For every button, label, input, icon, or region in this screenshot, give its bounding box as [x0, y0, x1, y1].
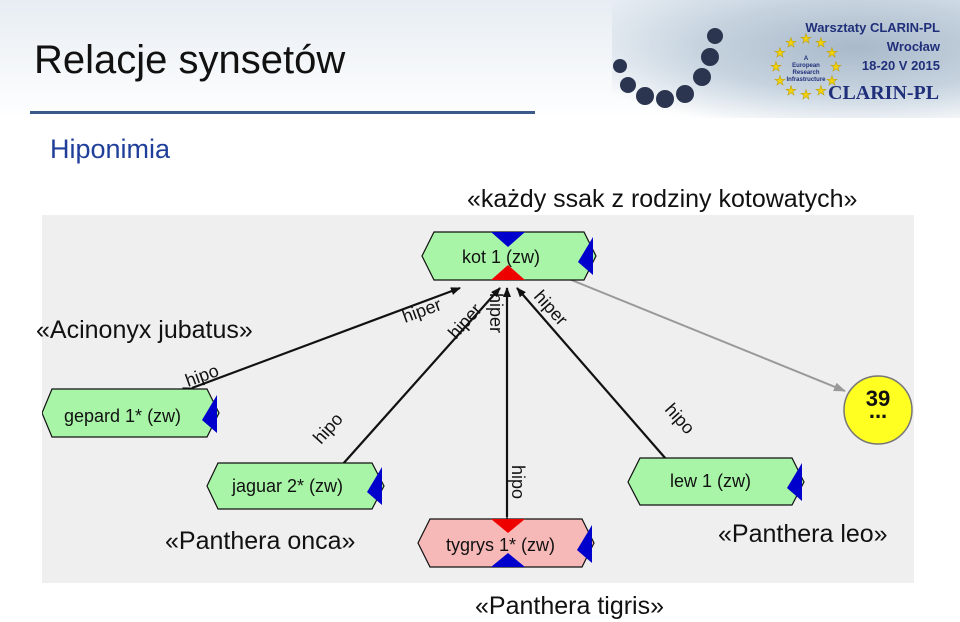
- edge-label-hipo: hipo: [661, 399, 699, 438]
- svg-text:★: ★: [774, 73, 786, 88]
- slide-header: ★★★ ★★★ ★★★ ★★★ A European Research Infr…: [0, 0, 960, 120]
- title-underline: [30, 111, 535, 114]
- wordnet-graph: hiper hipo hiper hipo hiper hipo hiper h…: [41, 215, 914, 583]
- node-label: lew 1 (zw): [670, 471, 751, 491]
- edge-label-hipo: hipo: [309, 409, 347, 448]
- hypernym-marker-icon: [491, 232, 525, 247]
- edge-label-hiper: hiper: [486, 293, 506, 333]
- more-relations-ellipsis: ...: [869, 398, 887, 423]
- node-tygrys[interactable]: tygrys 1* (zw): [417, 518, 595, 568]
- node-label: tygrys 1* (zw): [446, 535, 555, 555]
- more-relations-node[interactable]: 39 ...: [843, 375, 913, 445]
- edge-more-kot: [563, 276, 846, 392]
- more-relations-marker-icon: [787, 463, 802, 501]
- edge-label-hiper: hiper: [400, 294, 444, 326]
- svg-text:★: ★: [770, 59, 782, 74]
- more-relations-marker-icon: [578, 237, 593, 275]
- slide-title: Relacje synsetów: [34, 38, 346, 82]
- svg-text:★: ★: [830, 59, 842, 74]
- node-kot[interactable]: kot 1 (zw): [421, 231, 597, 281]
- more-relations-count: 39: [866, 386, 890, 411]
- node-gepard[interactable]: gepard 1* (zw): [41, 388, 220, 438]
- svg-text:★: ★: [826, 73, 838, 88]
- dots-decoration-icon: [613, 28, 723, 108]
- gloss-lew: «Panthera leo»: [718, 520, 888, 548]
- hyponym-marker-icon: [491, 553, 525, 567]
- eric-logo-line: A: [804, 56, 809, 62]
- more-relations-marker-icon: [367, 467, 382, 505]
- svg-text:★: ★: [826, 45, 838, 60]
- node-lew[interactable]: lew 1 (zw): [627, 457, 805, 506]
- more-relations-marker-icon: [577, 525, 592, 563]
- svg-text:★: ★: [800, 87, 812, 102]
- clarin-logo: CLARIN-PL: [828, 82, 940, 104]
- edge-label-hipo: hipo: [183, 360, 222, 390]
- gloss-jaguar: «Panthera onca»: [165, 527, 356, 555]
- gloss-tygrys: «Panthera tigris»: [475, 592, 665, 620]
- edge-jaguar-kot: [333, 287, 501, 475]
- node-jaguar[interactable]: jaguar 2* (zw): [206, 462, 385, 510]
- workshop-info: Warsztaty CLARIN-PL Wrocław 18-20 V 2015: [805, 18, 940, 75]
- svg-text:★: ★: [785, 35, 797, 50]
- workshop-name: Warsztaty CLARIN-PL: [805, 20, 940, 35]
- eric-logo-line: Research: [792, 70, 819, 76]
- workshop-date: 18-20 V 2015: [861, 58, 940, 73]
- node-label: jaguar 2* (zw): [231, 476, 343, 496]
- more-relations-marker-icon: [202, 395, 217, 433]
- svg-text:★: ★: [800, 31, 812, 46]
- edge-label-hiper: hiper: [444, 300, 486, 343]
- eric-stars-logo-icon: ★★★ ★★★ ★★★ ★★★ A European Research Infr…: [770, 31, 842, 103]
- node-label: gepard 1* (zw): [64, 406, 181, 426]
- svg-text:★: ★: [774, 45, 786, 60]
- eric-logo-line: European: [792, 63, 820, 69]
- slide-subtitle: Hiponimia: [50, 134, 171, 164]
- svg-text:★: ★: [785, 83, 797, 98]
- gloss-kot: «każdy ssak z rodziny kotowatych»: [467, 185, 858, 213]
- edge-label-hiper: hiper: [530, 286, 572, 329]
- edge-label-hipo: hipo: [508, 465, 528, 499]
- svg-text:★: ★: [815, 83, 827, 98]
- workshop-city: Wrocław: [886, 39, 940, 54]
- gloss-gepard: «Acinonyx jubatus»: [36, 316, 253, 344]
- eric-logo-line: Infrastructure: [786, 77, 826, 83]
- svg-text:★: ★: [815, 35, 827, 50]
- hypernym-marker-icon: [491, 519, 525, 533]
- node-label: kot 1 (zw): [462, 247, 540, 267]
- graph-canvas: hiper hipo hiper hipo hiper hipo hiper h…: [41, 231, 913, 568]
- edge-lew-kot: [516, 287, 675, 469]
- hyponym-marker-icon: [491, 265, 525, 280]
